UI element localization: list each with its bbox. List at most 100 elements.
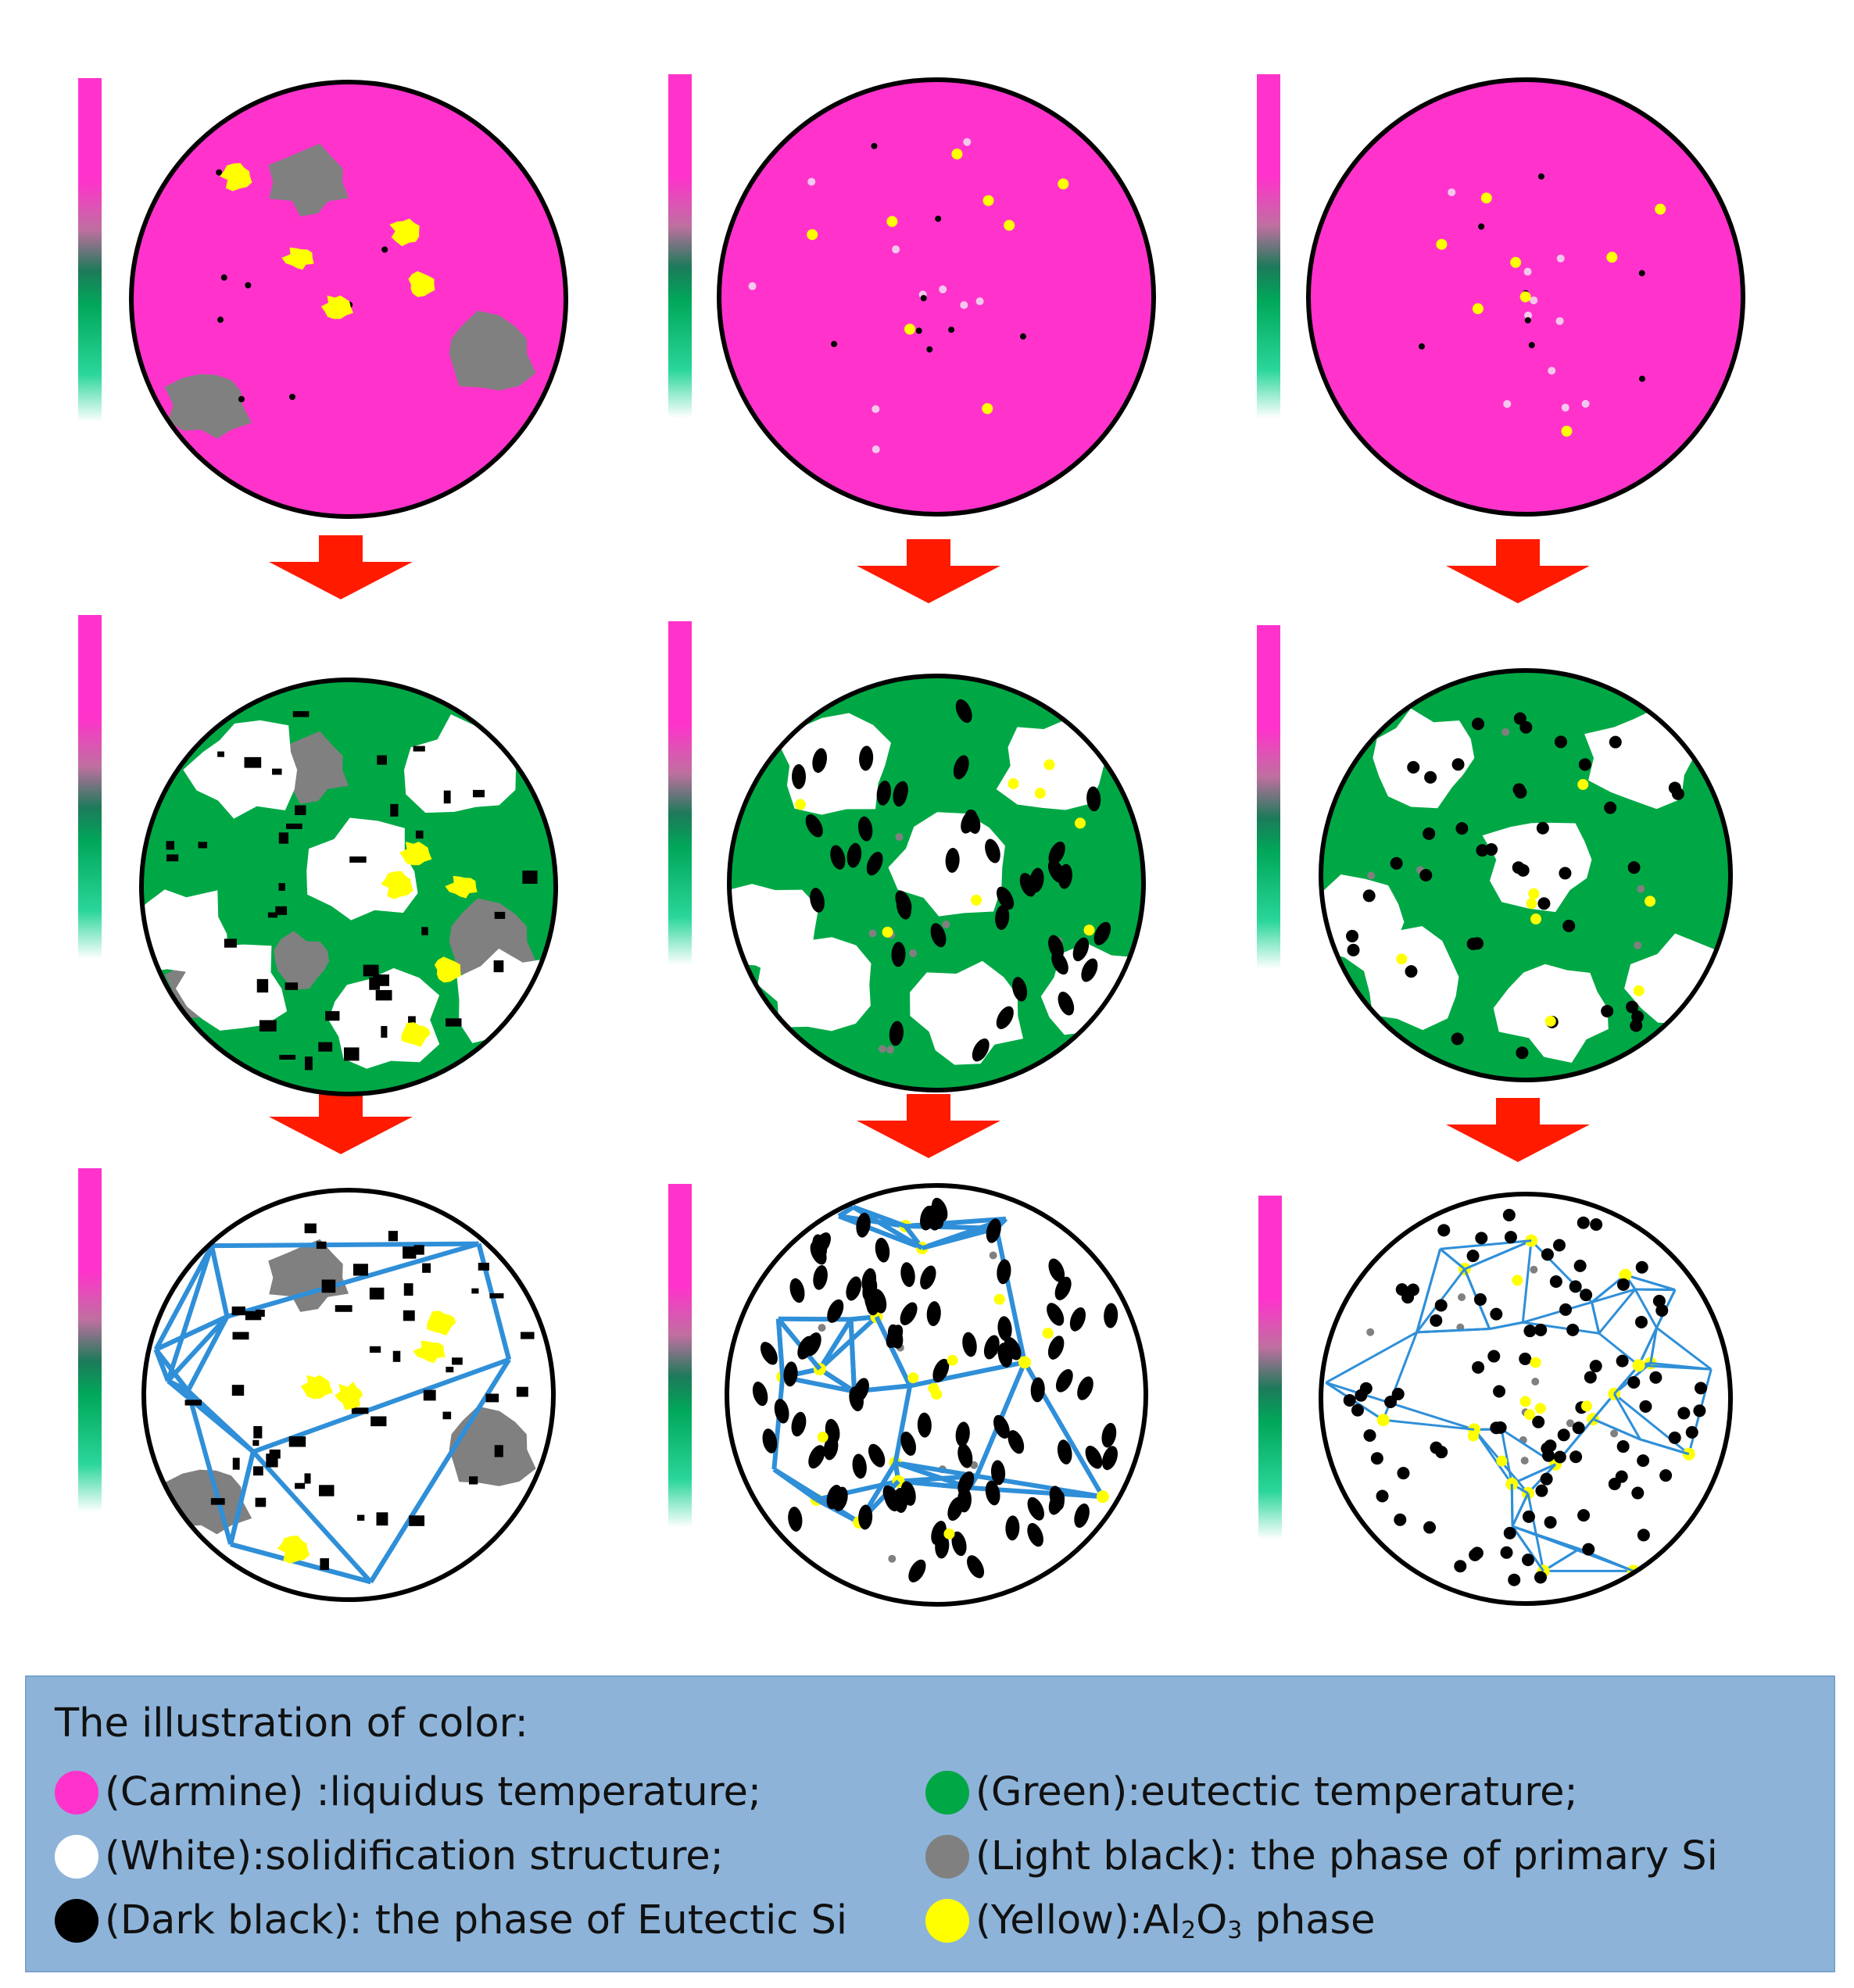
eutectic-si-dot bbox=[1569, 1450, 1583, 1464]
al2o3-particle bbox=[817, 1432, 829, 1443]
eutectic-si-particle bbox=[900, 1262, 915, 1287]
eutectic-si-particle bbox=[889, 1021, 904, 1046]
al2o3-particle bbox=[1096, 1490, 1109, 1504]
eutectic-si-particle bbox=[791, 1411, 807, 1437]
temperature-bar bbox=[668, 74, 692, 418]
sample-outline bbox=[1319, 668, 1733, 1082]
eutectic-si-particle bbox=[856, 1212, 871, 1238]
eutectic-si-dot bbox=[1652, 1294, 1666, 1307]
eutectic-si-flake bbox=[423, 1389, 436, 1401]
grain-boundary bbox=[898, 1478, 970, 1490]
eutectic-si-dot bbox=[1500, 1546, 1513, 1559]
temperature-bar bbox=[1257, 625, 1280, 969]
legend-label-green: (Green):eutectic temperature; bbox=[975, 1769, 1578, 1815]
eutectic-si-flake bbox=[415, 830, 424, 839]
eutectic-si-particle bbox=[1101, 1422, 1117, 1448]
eutectic-si-dot bbox=[1590, 1218, 1603, 1232]
eutectic-si-dot bbox=[1516, 863, 1530, 877]
eutectic-si-flake bbox=[343, 1047, 360, 1061]
carmine-swatch bbox=[55, 1770, 98, 1815]
eutectic-si-particle bbox=[917, 1412, 932, 1438]
al2o3-particle bbox=[1074, 817, 1086, 829]
eutectic-si-flake bbox=[494, 911, 506, 919]
legend-item-carmine: (Carmine) :liquidus temperature; bbox=[55, 1769, 761, 1815]
eutectic-si-flake bbox=[392, 1350, 401, 1362]
primary-si-blob bbox=[274, 931, 330, 990]
grain-boundary bbox=[921, 1225, 997, 1250]
al2o3-particle bbox=[928, 1382, 940, 1394]
green-swatch bbox=[925, 1770, 969, 1815]
grain-boundary bbox=[1649, 1327, 1658, 1364]
eutectic-si-particle bbox=[955, 1421, 970, 1447]
solid-grain bbox=[1373, 708, 1475, 809]
eutectic-si-particle bbox=[957, 1487, 972, 1513]
al2o3-particle bbox=[907, 1372, 919, 1384]
eutectic-si-dot bbox=[1677, 1407, 1691, 1420]
eutectic-si-flake bbox=[472, 789, 485, 798]
al2o3-particle bbox=[1376, 1414, 1390, 1427]
al2o3-particle bbox=[1524, 1409, 1536, 1421]
eutectic-si-dot bbox=[1631, 1486, 1645, 1500]
sample-outline bbox=[129, 80, 568, 519]
al2o3-particle bbox=[947, 1354, 958, 1366]
al2o3-particle bbox=[1519, 291, 1531, 302]
eutectic-si-particle bbox=[858, 1504, 873, 1530]
solid-grain bbox=[404, 714, 517, 813]
eutectic-si-particle bbox=[965, 809, 981, 834]
al2o3-particle bbox=[1633, 985, 1645, 996]
eutectic-si-dot bbox=[1589, 1360, 1602, 1373]
eutectic-si-dot bbox=[1455, 822, 1469, 835]
grain-boundary bbox=[1591, 1288, 1636, 1303]
eutectic-si-nucleus bbox=[1537, 173, 1544, 180]
primary-si-dot bbox=[1530, 296, 1538, 305]
grain-boundary bbox=[893, 1385, 913, 1464]
eutectic-si-dot bbox=[1473, 1293, 1487, 1306]
primary-si-dot bbox=[1520, 1457, 1529, 1465]
eutectic-si-dot bbox=[1668, 1431, 1681, 1444]
temperature-bar bbox=[668, 621, 692, 965]
al2o3-film bbox=[335, 1382, 363, 1411]
grain-boundary bbox=[818, 1314, 879, 1371]
eutectic-si-dot bbox=[1487, 1350, 1501, 1363]
eutectic-si-dot bbox=[1584, 1371, 1597, 1384]
eutectic-si-particle bbox=[852, 1453, 867, 1479]
eutectic-si-particle bbox=[926, 1301, 941, 1327]
eutectic-si-nucleus bbox=[920, 295, 927, 302]
eutectic-si-particle bbox=[983, 1335, 1000, 1360]
eutectic-si-particle bbox=[1047, 1303, 1065, 1326]
eutectic-si-flake bbox=[259, 1020, 277, 1032]
eutectic-si-particle bbox=[985, 1480, 1000, 1506]
grain-boundary bbox=[166, 1314, 229, 1383]
eutectic-si-particle bbox=[1005, 1515, 1020, 1541]
al2o3-particle bbox=[993, 1293, 1005, 1305]
eutectic-si-dot bbox=[1503, 1526, 1516, 1539]
primary-si-dot bbox=[748, 282, 757, 291]
eutectic-si-particle bbox=[893, 781, 908, 807]
eutectic-si-dot bbox=[1534, 1571, 1547, 1584]
al2o3-particle bbox=[1645, 896, 1656, 907]
eutectic-si-dot bbox=[1395, 1283, 1408, 1296]
eutectic-si-particle bbox=[826, 1484, 843, 1510]
eutectic-si-flake bbox=[217, 751, 224, 757]
eutectic-si-dot bbox=[1544, 1516, 1557, 1529]
eutectic-si-dot bbox=[1685, 1425, 1698, 1439]
eutectic-si-dot bbox=[1363, 1428, 1376, 1442]
grain-boundary bbox=[1512, 1525, 1580, 1550]
eutectic-si-nucleus bbox=[217, 316, 224, 324]
grain-boundary bbox=[185, 1315, 230, 1393]
eutectic-si-particle bbox=[953, 755, 969, 780]
al2o3-particle bbox=[1580, 1400, 1592, 1412]
grain-boundary bbox=[228, 1451, 256, 1545]
eutectic-si-particle bbox=[752, 1382, 768, 1407]
eutectic-si-dot bbox=[1569, 1280, 1582, 1293]
eutectic-si-particle bbox=[857, 816, 873, 842]
eutectic-si-dot bbox=[1519, 1352, 1532, 1365]
eutectic-si-particle bbox=[1012, 977, 1028, 1002]
eutectic-si-flake bbox=[252, 1439, 259, 1446]
sample-outline bbox=[717, 77, 1156, 517]
eutectic-si-flake bbox=[485, 1393, 499, 1403]
eutectic-si-flake bbox=[516, 1386, 528, 1397]
eutectic-si-flake bbox=[325, 1010, 340, 1021]
eutectic-si-dot bbox=[1419, 868, 1433, 881]
